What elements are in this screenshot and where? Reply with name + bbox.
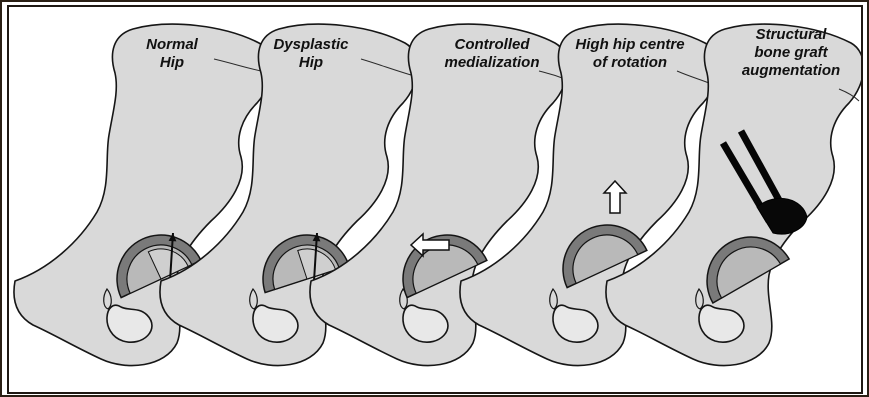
panel-label-line: medialization: [444, 54, 539, 71]
panel-label-line: High hip centre: [575, 36, 684, 53]
panel-label-line: Dysplastic: [273, 36, 349, 53]
panel-label-line: bone graft: [754, 44, 828, 61]
panel-label-line: Hip: [160, 54, 184, 71]
panel-label-line: of rotation: [593, 54, 667, 71]
panel-label-line: Structural: [756, 26, 828, 43]
panel-label-line: Normal: [146, 36, 199, 53]
panel-label-line: augmentation: [742, 62, 840, 79]
panel-label-line: Hip: [299, 54, 323, 71]
panel-label-line: Controlled: [455, 36, 531, 53]
